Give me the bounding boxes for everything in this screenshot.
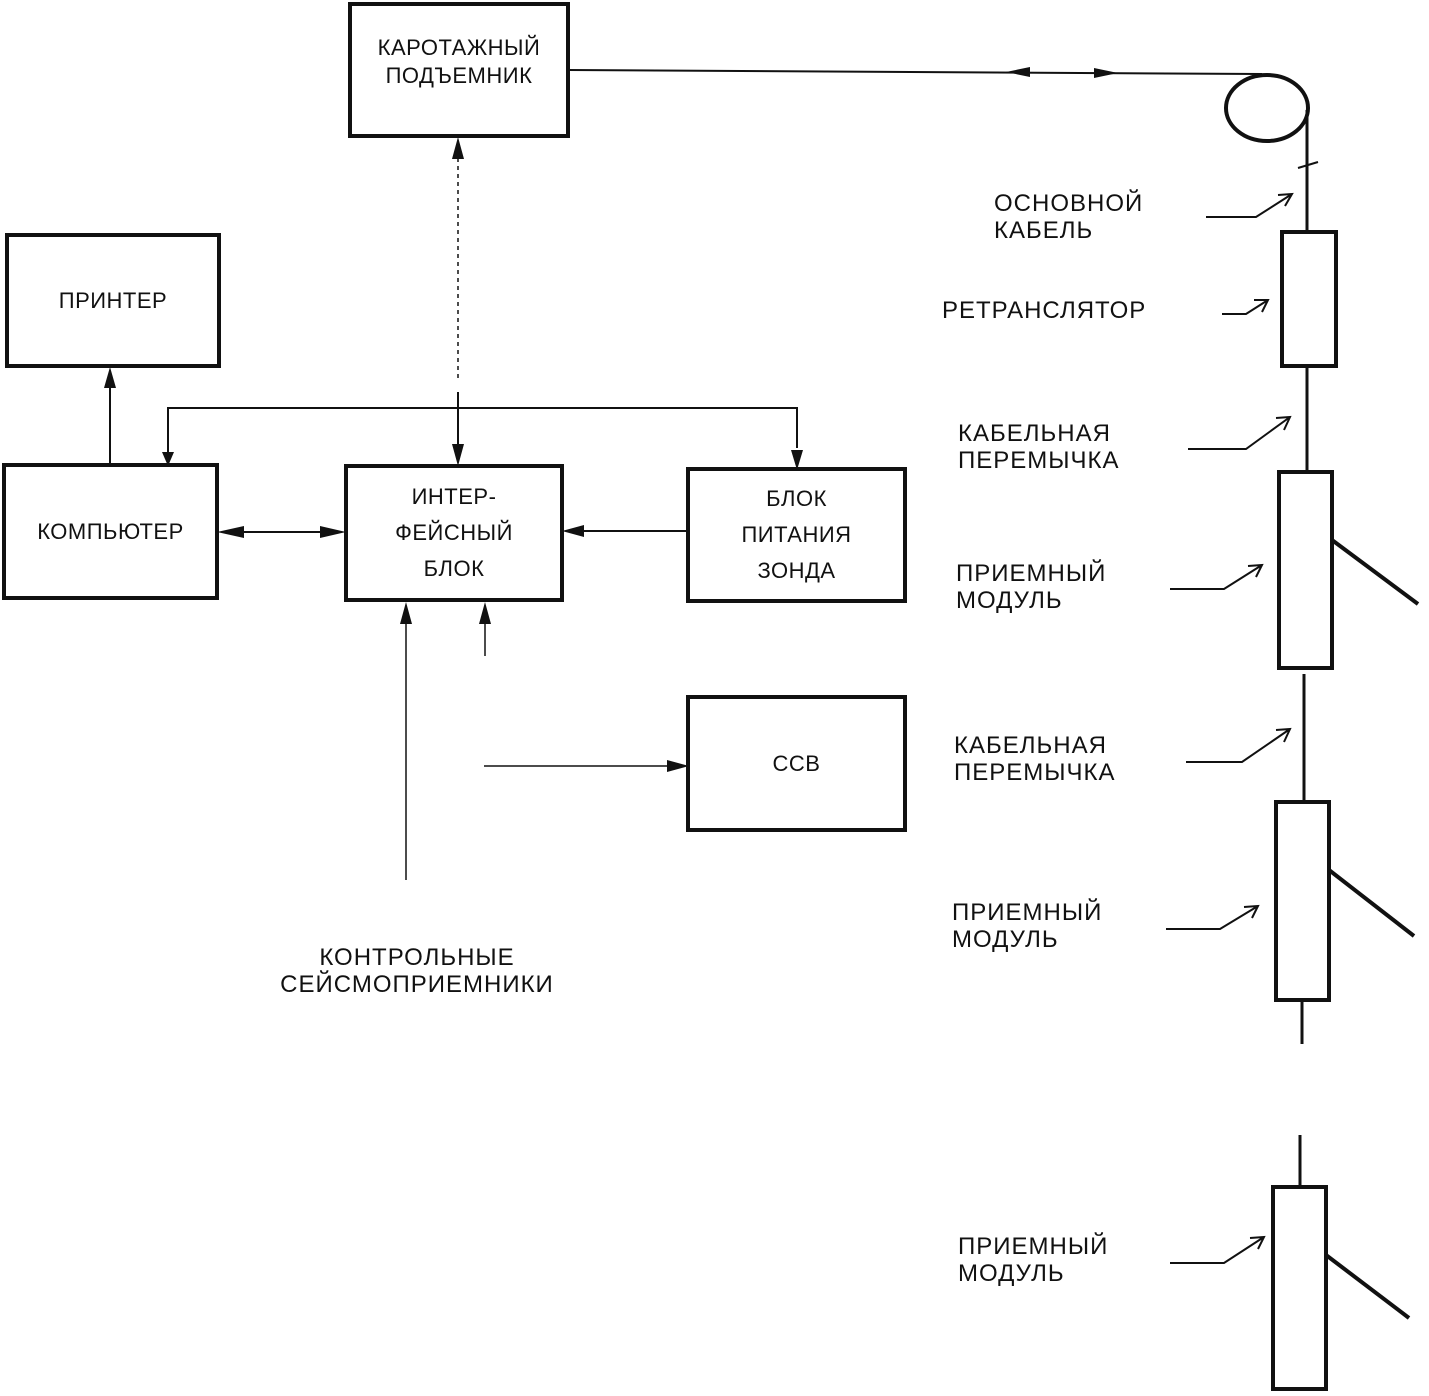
receiver-module-1-line-1: ПРИЕМНЫЙ (956, 560, 1107, 587)
printer-label: ПРИНТЕР (58, 287, 168, 313)
computer-block: КОМПЬЮТЕР (2, 463, 219, 600)
receiver-module-2-arm (1327, 868, 1416, 938)
main-cable-label: ОСНОВНОЙ КАБЕЛЬ (994, 190, 1143, 244)
receiver-module-2-line-1: ПРИЕМНЫЙ (952, 899, 1103, 926)
main-cable-line-2: КАБЕЛЬ (994, 217, 1094, 244)
repeater-line-1: РЕТРАНСЛЯТОР (942, 297, 1147, 324)
arrowhead-to-interface-right (562, 525, 584, 537)
arrowhead-geophones (400, 602, 412, 624)
arrowhead-to-interface-top (452, 444, 464, 466)
logging-hoist-block: КАРОТАЖНЫЙ ПОДЪЕМНИК (348, 2, 570, 138)
cable-jumper-1-label: КАБЕЛЬНАЯ ПЕРЕМЫЧКА (958, 420, 1120, 474)
receiver-module-1-line-2: МОДУЛЬ (956, 587, 1063, 614)
interface-label-line-1: ИНТЕР- (411, 484, 497, 509)
cable-jumper-2-line-2: ПЕРЕМЫЧКА (954, 759, 1116, 786)
leader-repeater (1222, 299, 1270, 315)
cable-break-mark (1297, 161, 1319, 169)
control-geophones-line-2: СЕЙСМОПРИЕМНИКИ (280, 971, 554, 998)
probe-power-label-line-2: ПИТАНИЯ (741, 522, 852, 547)
pulley-wheel (1224, 73, 1310, 143)
computer-label: КОМПЬЮТЕР (37, 518, 184, 544)
probe-power-label-line-1: БЛОК (766, 486, 827, 511)
receiver-module-3-tool (1271, 1185, 1328, 1391)
logging-hoist-label-line-2: ПОДЪЕМНИК (385, 63, 533, 88)
cable-jumper-2-label: КАБЕЛЬНАЯ ПЕРЕМЫЧКА (954, 732, 1116, 786)
arrowhead-to-probe-power (791, 450, 803, 470)
hoist-cable-line (567, 69, 1263, 75)
cable-jumper-1-line-1: КАБЕЛЬНАЯ (958, 420, 1111, 447)
arrowhead-right (1094, 68, 1118, 78)
control-geophones-label: КОНТРОЛЬНЫЕ СЕЙСМОПРИЕМНИКИ (252, 944, 582, 998)
receiver-module-1-arm (1330, 538, 1420, 606)
interface-label-line-3: БЛОК (423, 556, 485, 581)
leader-jumper-2 (1186, 727, 1292, 763)
receiver-module-2-line-2: МОДУЛЬ (952, 926, 1059, 953)
repeater-tool (1280, 230, 1338, 368)
leader-module-3 (1170, 1235, 1266, 1264)
arrowhead-to-ssv (667, 760, 689, 772)
cable-jumper-1-line-2: ПЕРЕМЫЧКА (958, 447, 1120, 474)
interface-label-line-2: ФЕЙСНЫЙ (395, 520, 513, 545)
arrowhead-to-interface-left (320, 526, 346, 538)
receiver-module-3-arm (1324, 1253, 1411, 1320)
receiver-module-2-tool (1274, 800, 1331, 1002)
receiver-module-3-line-1: ПРИЕМНЫЙ (958, 1233, 1109, 1260)
repeater-label: РЕТРАНСЛЯТОР (942, 297, 1146, 324)
cable-jumper-2-line-1: КАБЕЛЬНАЯ (954, 732, 1107, 759)
probe-power-block: БЛОК ПИТАНИЯ ЗОНДА (686, 467, 907, 603)
leader-jumper-1 (1188, 415, 1292, 450)
receiver-module-1-tool (1277, 470, 1334, 670)
receiver-module-3-label: ПРИЕМНЫЙ МОДУЛЬ (958, 1233, 1108, 1287)
receiver-module-2-label: ПРИЕМНЫЙ МОДУЛЬ (952, 899, 1102, 953)
printer-block: ПРИНТЕР (5, 233, 221, 368)
ssv-label: ССВ (772, 750, 821, 776)
logging-hoist-label-line-1: КАРОТАЖНЫЙ (377, 35, 541, 60)
interface-block: ИНТЕР- ФЕЙСНЫЙ БЛОК (344, 464, 564, 602)
probe-power-label-line-3: ЗОНДА (757, 558, 836, 583)
arrowhead-to-computer (217, 526, 244, 538)
receiver-module-1-label: ПРИЕМНЫЙ МОДУЛЬ (956, 560, 1106, 614)
leader-module-1 (1170, 563, 1264, 590)
main-cable-line-1: ОСНОВНОЙ (994, 190, 1144, 217)
leader-main-cable (1206, 192, 1294, 218)
power-bus-line (167, 407, 798, 455)
ssv-block: ССВ (686, 695, 907, 832)
control-geophones-line-1: КОНТРОЛЬНЫЕ (319, 944, 515, 971)
receiver-module-3-line-2: МОДУЛЬ (958, 1260, 1065, 1287)
leader-module-2 (1166, 904, 1260, 930)
arrowhead-to-computer-top (162, 452, 174, 466)
arrowhead-to-hoist (452, 137, 464, 159)
arrowhead-left (1006, 67, 1030, 77)
arrowhead-to-printer (104, 367, 116, 388)
arrowhead-second-input (479, 602, 491, 624)
